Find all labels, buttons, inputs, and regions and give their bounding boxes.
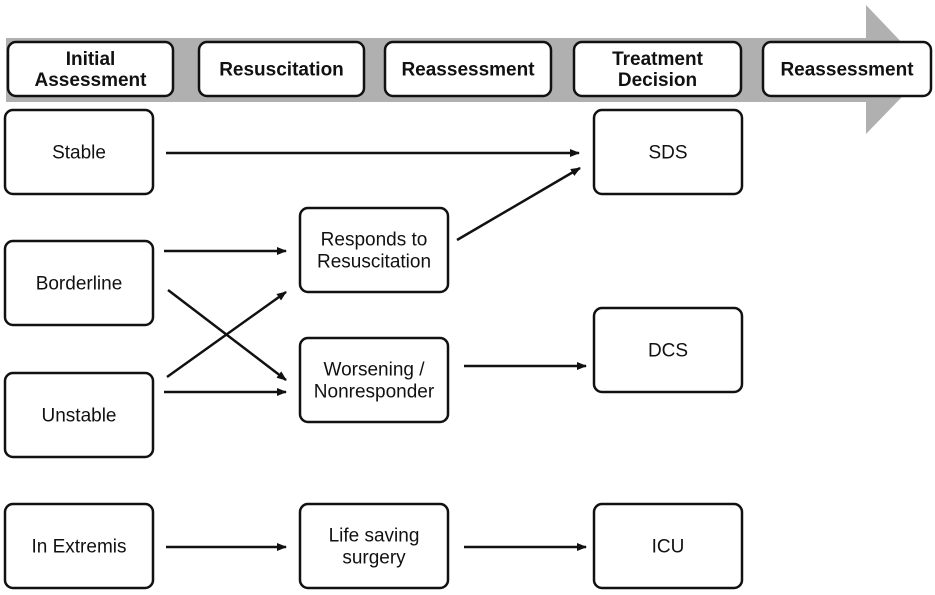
node-label-line: surgery — [342, 548, 406, 569]
edge-responds-to-sds — [456, 166, 581, 242]
phase-reassessment-2: Reassessment — [761, 40, 933, 98]
node-box — [3, 371, 155, 459]
phase-label-line: Assessment — [35, 70, 148, 91]
phase-label-line: Reassessment — [401, 60, 535, 81]
node-box — [298, 502, 450, 590]
edges-layer — [164, 149, 587, 551]
phase-label-line: Reassessment — [780, 60, 914, 81]
node-worsening: Worsening /Nonresponder — [298, 336, 450, 424]
phase-label-line: Decision — [618, 70, 697, 91]
node-label-line: Stable — [52, 143, 106, 164]
node-box — [298, 206, 450, 294]
node-label-line: ICU — [652, 537, 685, 558]
node-label-line: Unstable — [42, 406, 117, 427]
edge-unstable-to-responds — [166, 290, 287, 379]
node-box — [3, 502, 155, 590]
node-stable: Stable — [3, 108, 155, 196]
node-label-line: Resuscitation — [317, 252, 431, 273]
node-label-line: Life saving — [329, 526, 420, 547]
node-box — [592, 502, 744, 590]
phase-label-line: Resuscitation — [219, 60, 344, 81]
node-dcs: DCS — [592, 306, 744, 394]
node-box — [298, 336, 450, 424]
node-borderline: Borderline — [3, 239, 155, 327]
phase-box — [383, 40, 553, 98]
node-box — [592, 306, 744, 394]
node-sds: SDS — [592, 108, 744, 196]
phase-reassessment-1: Reassessment — [383, 40, 553, 98]
node-label-line: Worsening / — [323, 360, 425, 381]
node-box — [3, 108, 155, 196]
node-box — [592, 108, 744, 196]
node-label-line: Nonresponder — [314, 382, 435, 403]
phase-box — [572, 40, 743, 98]
phase-box — [761, 40, 933, 98]
node-icu: ICU — [592, 502, 744, 590]
node-label-line: Responds to — [321, 230, 428, 251]
node-label-line: DCS — [648, 341, 688, 362]
node-label-line: Borderline — [36, 274, 123, 295]
phase-box — [6, 40, 175, 98]
node-label-line: SDS — [648, 143, 687, 164]
phase-label-line: Initial — [66, 49, 116, 70]
node-in-extremis: In Extremis — [3, 502, 155, 590]
phase-resuscitation: Resuscitation — [197, 40, 366, 98]
node-box — [3, 239, 155, 327]
phase-box — [197, 40, 366, 98]
node-label-line: In Extremis — [31, 537, 126, 558]
node-unstable: Unstable — [3, 371, 155, 459]
phase-label-line: Treatment — [612, 49, 703, 70]
